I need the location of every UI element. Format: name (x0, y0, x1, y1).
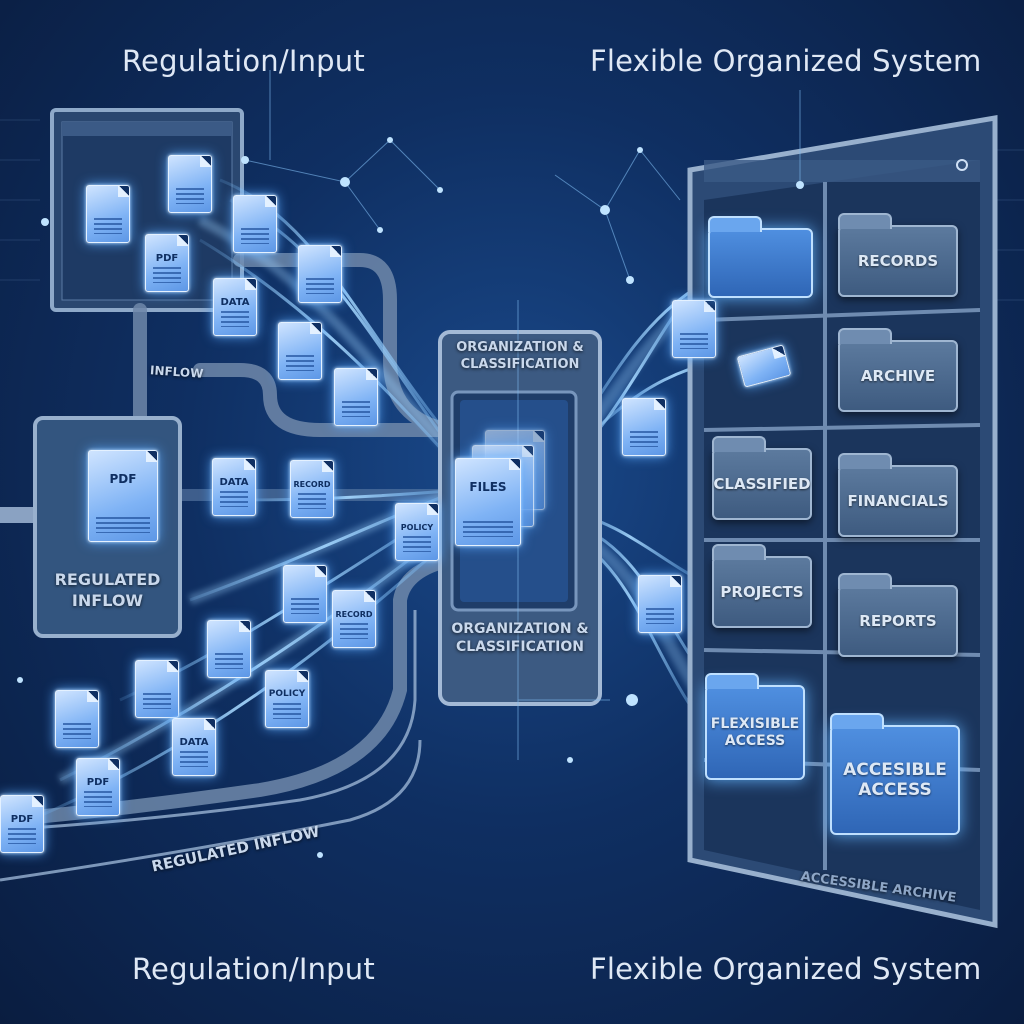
caption-bottom-left: Regulation/Input (132, 952, 375, 986)
folder-financials[interactable]: FINANCIALS (838, 453, 958, 537)
flow-document (622, 398, 666, 456)
folder-classified[interactable]: CLASSIFIED (712, 436, 812, 520)
flow-document: PDF (0, 795, 44, 853)
regulated-inflow-box-label: REGULATED INFLOW (54, 570, 161, 610)
folder-reports[interactable]: REPORTS (838, 573, 958, 657)
flow-document (168, 155, 212, 213)
flow-document (233, 195, 277, 253)
flow-document: DATA (172, 718, 216, 776)
box-pdf-document: PDF (88, 450, 158, 542)
caption-top-left: Regulation/Input (122, 44, 365, 78)
folder-projects[interactable]: PROJECTS (712, 544, 812, 628)
flow-document (283, 565, 327, 623)
folder-archive[interactable]: ARCHIVE (838, 328, 958, 412)
flow-document (86, 185, 130, 243)
flow-document: POLICY (395, 503, 439, 561)
files-label: FILES (469, 480, 507, 494)
incoming-folder[interactable] (708, 216, 813, 298)
flow-document (334, 368, 378, 426)
flow-document (135, 660, 179, 718)
flow-document (638, 575, 682, 633)
folder-flexible-access[interactable]: FLEXISIBLE ACCESS (705, 673, 805, 780)
flow-document (298, 245, 342, 303)
flow-document: DATA (213, 278, 257, 336)
caption-top-right: Flexible Organized System (590, 44, 982, 78)
flow-document (672, 300, 716, 358)
caption-bottom-right: Flexible Organized System (590, 952, 982, 986)
files-document: FILES (455, 458, 521, 546)
folder-records[interactable]: RECORDS (838, 213, 958, 297)
flow-document: RECORD (290, 460, 334, 518)
folder-accessible-access[interactable]: ACCESIBLE ACCESS (830, 713, 960, 835)
flow-document (55, 690, 99, 748)
flow-document: POLICY (265, 670, 309, 728)
organization-label-bottom: ORGANIZATION & CLASSIFICATION (451, 621, 589, 656)
flow-document: RECORD (332, 590, 376, 648)
organization-label-top: ORGANIZATION & CLASSIFICATION (456, 340, 584, 372)
flow-document: DATA (212, 458, 256, 516)
flow-document: PDF (76, 758, 120, 816)
flow-document: PDF (145, 234, 189, 292)
flow-document (207, 620, 251, 678)
flow-document (278, 322, 322, 380)
